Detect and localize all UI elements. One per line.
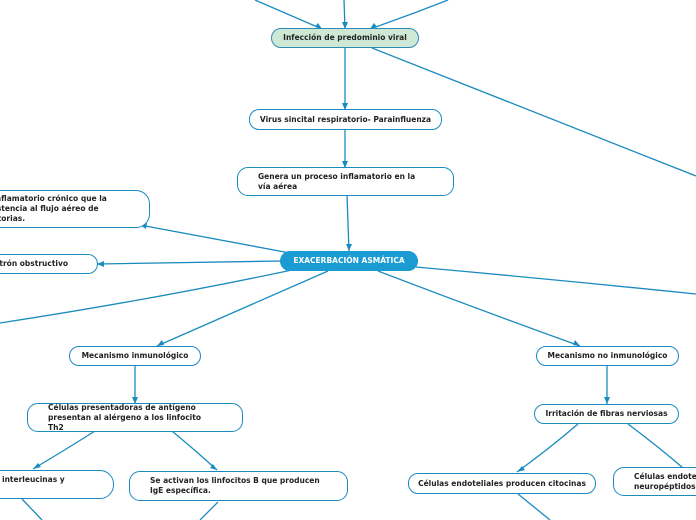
connector-celulas-interleucinas <box>32 430 96 470</box>
connector-endoteliales-down <box>517 493 551 520</box>
node-proceso-cronico-label: so inflamatorio crónico que la resistenc… <box>0 194 107 223</box>
node-celulas-presentadoras-label: Células presentadoras de antígeno presen… <box>48 402 201 432</box>
node-exacerbacion-asmatica-label: EXACERBACIÓN ASMÁTICA <box>293 256 405 265</box>
connector-irritacion-neuro <box>627 423 684 469</box>
connector-celulas-linfocitos <box>171 430 218 471</box>
connector-top-left <box>254 0 323 30</box>
connector-central-left-edge <box>0 269 293 324</box>
node-endoteliales-neuropeptidos-label: Células endotel neuropéptidos <box>634 471 696 491</box>
connector-irritacion-endoteliales <box>516 423 579 473</box>
node-patron-obstructivo[interactable]: n patrón obstructivo <box>0 254 98 274</box>
node-endoteliales-citocinas[interactable]: Células endoteliales producen citocinas <box>408 473 596 494</box>
node-interleucinas[interactable]: n de interleucinas y ón <box>0 470 114 499</box>
node-mecanismo-inmunologico-label: Mecanismo inmunológico <box>81 351 189 360</box>
arrowhead <box>370 23 377 29</box>
arrowhead <box>342 22 348 29</box>
connector-central-obstructivo <box>96 260 283 265</box>
arrowhead <box>315 23 322 29</box>
arrowhead <box>346 244 352 251</box>
connector-central-mec-inmuno <box>156 270 329 347</box>
arrowhead <box>33 463 41 469</box>
node-interleucinas-label: n de interleucinas y ón <box>0 474 65 484</box>
connector-inflamatorio-central <box>346 195 350 252</box>
node-mecanismo-no-inmunologico[interactable]: Mecanismo no inmunológico <box>536 346 679 366</box>
connector-top-right <box>369 0 449 30</box>
arrowhead <box>342 103 348 110</box>
connector-central-cronico <box>139 224 291 254</box>
arrowhead <box>604 397 610 404</box>
node-mecanismo-no-inmunologico-label: Mecanismo no inmunológico <box>547 351 668 360</box>
arrowhead <box>342 161 348 168</box>
node-linfocitos-b[interactable]: Se activan los linfocitos B que producen… <box>129 471 348 501</box>
node-exacerbacion-asmatica[interactable]: EXACERBACIÓN ASMÁTICA <box>280 251 418 271</box>
node-irritacion-fibras-label: Irritación de fibras nerviosas <box>545 409 668 418</box>
node-infeccion-viral[interactable]: Infección de predominio viral <box>271 28 419 48</box>
node-mecanismo-inmunologico[interactable]: Mecanismo inmunológico <box>69 346 201 366</box>
arrowhead <box>97 261 104 267</box>
node-celulas-presentadoras[interactable]: Células presentadoras de antígeno presen… <box>27 403 243 432</box>
arrowhead <box>517 466 525 472</box>
arrowhead <box>573 340 580 346</box>
node-endoteliales-citocinas-label: Células endoteliales producen citocinas <box>418 478 586 488</box>
connector-central-right-edge <box>415 266 696 295</box>
arrowhead <box>157 340 164 346</box>
connector-central-mec-no-inmuno <box>377 270 581 347</box>
connector-linfocitos-down <box>199 501 219 520</box>
node-virus-sincital-label: Virus sincital respiratorio- Parainfluen… <box>259 114 432 124</box>
node-proceso-inflamatorio[interactable]: Genera un proceso inflamatorio en la vía… <box>237 167 454 196</box>
node-irritacion-fibras[interactable]: Irritación de fibras nerviosas <box>534 404 679 424</box>
connector-interleucinas-down <box>21 498 43 520</box>
node-linfocitos-b-label: Se activan los linfocitos B que producen… <box>150 476 320 495</box>
node-patron-obstructivo-label: n patrón obstructivo <box>0 259 69 268</box>
connector-infeccion-right <box>371 47 696 177</box>
arrowhead <box>210 464 217 470</box>
node-proceso-cronico[interactable]: so inflamatorio crónico que la resistenc… <box>0 190 150 228</box>
node-infeccion-viral-label: Infección de predominio viral <box>283 33 407 42</box>
node-virus-sincital[interactable]: Virus sincital respiratorio- Parainfluen… <box>249 109 442 130</box>
arrowhead <box>132 397 138 404</box>
node-proceso-inflamatorio-label: Genera un proceso inflamatorio en la vía… <box>258 171 416 191</box>
node-endoteliales-neuropeptidos[interactable]: Células endotel neuropéptidos <box>613 467 696 496</box>
